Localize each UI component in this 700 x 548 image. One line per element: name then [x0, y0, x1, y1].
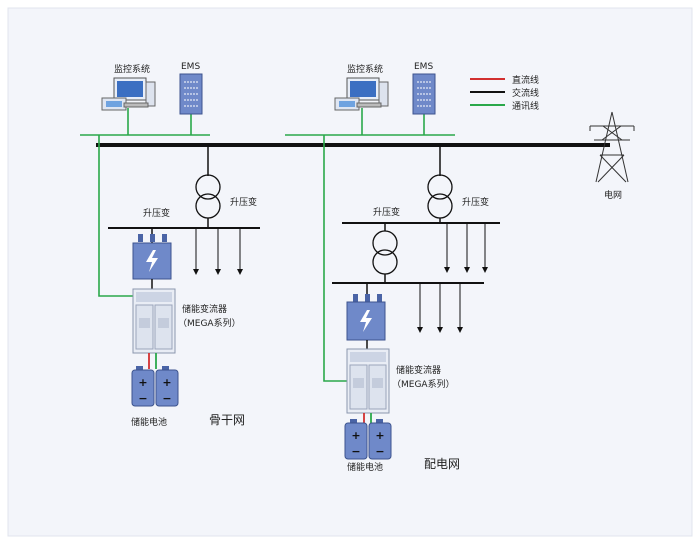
right-pcs-label-line2: （MEGA系列） — [392, 378, 455, 390]
right-ems-server-icon — [412, 73, 436, 115]
right-battery-label: 储能电池 — [347, 461, 383, 473]
right-upper-load-arrows — [444, 223, 488, 273]
right-monitor-computer-icon — [334, 77, 389, 111]
left-battery-minus-2: − — [162, 392, 171, 405]
left-pcs-cabinet-icon — [132, 288, 176, 354]
right-network-label: 配电网 — [424, 457, 460, 471]
left-load-arrows — [193, 228, 243, 275]
right-pcs-cabinet-icon — [346, 348, 390, 414]
right-battery-icon: + + − − — [344, 419, 392, 460]
left-monitor-computer-icon — [101, 77, 156, 111]
left-battery-minus-1: − — [138, 392, 147, 405]
right-battery-minus-2: − — [375, 445, 384, 458]
right-battery-minus-1: − — [351, 445, 360, 458]
legend-comm-label: 通讯线 — [512, 100, 539, 112]
right-pcs-label-line1: 储能变流器 — [396, 364, 441, 376]
right-battery-plus-1: + — [351, 429, 360, 442]
left-battery-icon: + + − − — [131, 366, 179, 407]
right-lightning-box-icon — [346, 294, 386, 341]
right-battery-plus-2: + — [375, 429, 384, 442]
right-monitor-label: 监控系统 — [347, 63, 383, 75]
left-ems-server-icon — [179, 73, 203, 115]
legend: 直流线 交流线 通讯线 — [470, 74, 539, 112]
right-upper-transformer-label: 升压变 — [462, 196, 489, 208]
grid-tower-icon — [589, 111, 635, 183]
left-transformer-left-label: 升压变 — [143, 207, 170, 219]
legend-dc-label: 直流线 — [512, 74, 539, 86]
left-battery-label: 储能电池 — [131, 416, 167, 428]
left-battery-plus-2: + — [162, 376, 171, 389]
grid-label: 电网 — [604, 189, 622, 201]
left-pcs-label-line1: 储能变流器 — [182, 303, 227, 315]
right-lower-transformer-label: 升压变 — [373, 206, 400, 218]
left-pcs-label-line2: （MEGA系列） — [178, 317, 241, 329]
left-monitor-label: 监控系统 — [114, 63, 150, 75]
left-ems-label: EMS — [181, 62, 200, 72]
right-lower-load-arrows — [417, 283, 463, 333]
legend-ac-label: 交流线 — [512, 87, 539, 99]
comm-lines — [80, 108, 455, 382]
right-ems-label: EMS — [414, 62, 433, 72]
left-lightning-box-icon — [132, 234, 172, 280]
left-transformer-right-label: 升压变 — [230, 196, 257, 208]
left-network-label: 骨干网 — [209, 413, 245, 427]
left-battery-plus-1: + — [138, 376, 147, 389]
